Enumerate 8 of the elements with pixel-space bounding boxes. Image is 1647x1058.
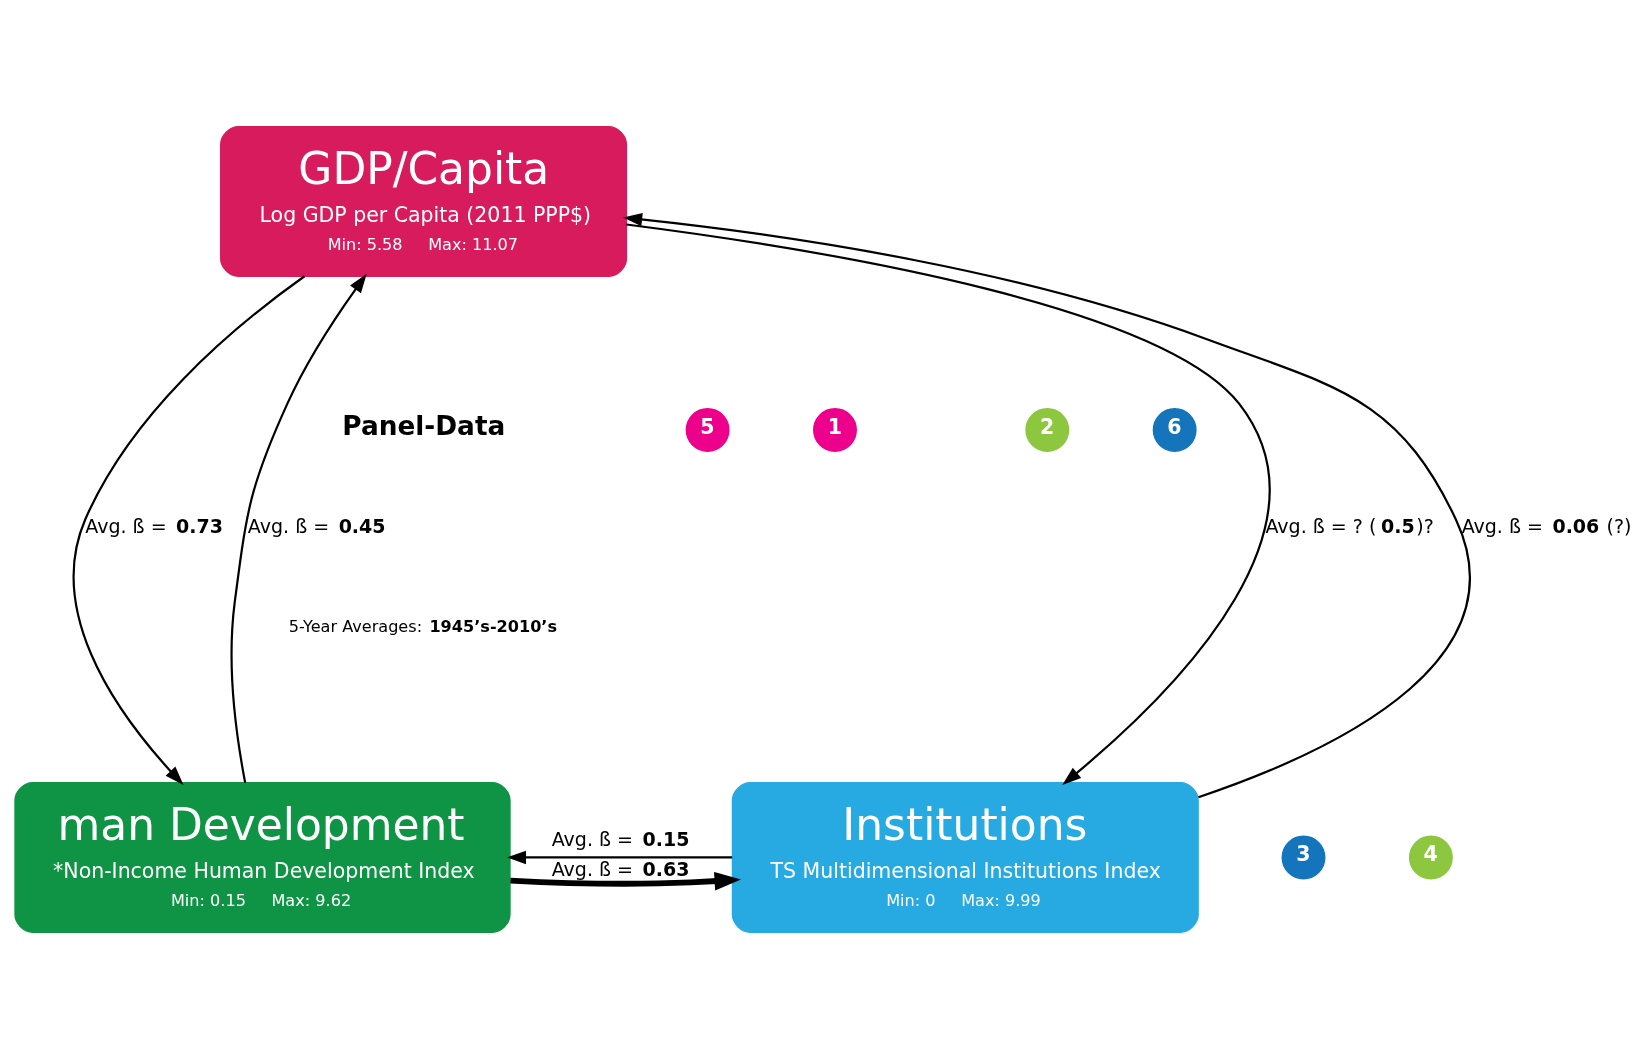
edge-label: Avg. ß = 0.63	[551, 857, 689, 880]
edge-label: Avg. ß = 0.73	[84, 514, 223, 537]
label: 5-Year Averages: 1945’s-2010’s	[288, 616, 557, 636]
edge-label: Avg. ß = ? (0.5)?	[1264, 514, 1434, 537]
edge-label: Avg. ß = 0.15	[551, 827, 689, 850]
edge-label: Avg. ß = 0.45	[247, 514, 386, 537]
label: Panel-Data	[341, 410, 505, 441]
edge-label: Avg. ß = 0.06 (?)	[1461, 514, 1632, 537]
